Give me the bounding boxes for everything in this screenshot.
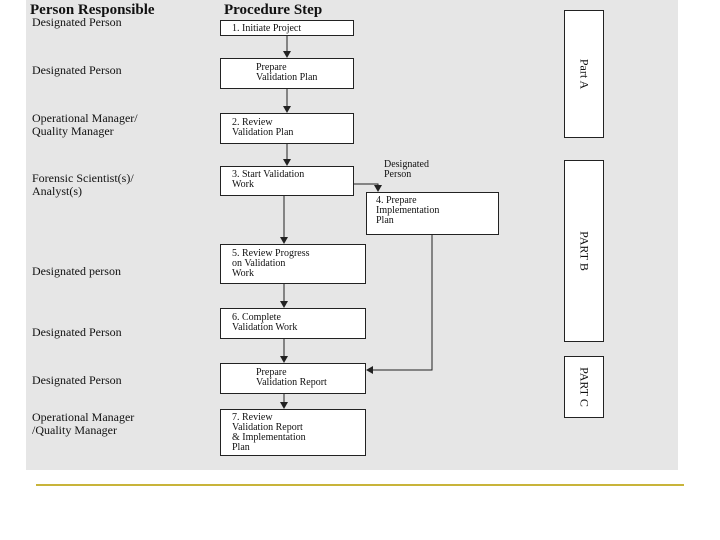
part-c-box: PART C [564, 356, 604, 418]
role-5: Designated person [32, 264, 121, 278]
step-box-complete-validation-work [220, 308, 366, 339]
person-responsible-header: Person Responsible [30, 2, 155, 18]
part-a-box: Part A [564, 10, 604, 138]
role-7: Designated Person [32, 373, 122, 387]
footer-rule [36, 484, 684, 486]
step-label-initiate-project: 1. Initiate Project [232, 23, 302, 34]
step-box-prepare-validation-report [220, 363, 366, 394]
arrow-branch-to-implementation [354, 183, 382, 192]
arrow-implementation-to-report [366, 235, 433, 374]
role-1: Designated Person [32, 15, 122, 29]
step-label-review-validation-report: 7. Review Validation Report & Implementa… [232, 412, 306, 453]
role-8: Operational Manager /Quality Manager [32, 410, 135, 437]
step-label-prepare-validation-plan: Prepare Validation Plan [256, 62, 318, 83]
role-6: Designated Person [32, 325, 122, 339]
step-box-start-validation-work [220, 166, 354, 196]
role-3: Operational Manager/ Quality Manager [32, 111, 138, 138]
role-4: Forensic Scientist(s)/ Analyst(s) [32, 171, 134, 198]
part-b-box: PART B [564, 160, 604, 342]
branch-label-designated-person: Designated Person [384, 159, 429, 180]
step-box-initiate-project [220, 20, 354, 36]
step-label-complete-validation-work: 6. Complete Validation Work [232, 312, 298, 333]
step-box-review-progress [220, 244, 366, 284]
step-label-review-validation-plan: 2. Review Validation Plan [232, 117, 294, 138]
procedure-step-header: Procedure Step [224, 2, 323, 18]
step-label-prepare-implementation-plan: 4. Prepare Implementation Plan [376, 195, 440, 226]
step-box-prepare-validation-plan [220, 58, 354, 89]
step-label-review-progress: 5. Review Progress on Validation Work [232, 248, 310, 279]
step-label-prepare-validation-report: Prepare Validation Report [256, 367, 327, 388]
role-2: Designated Person [32, 63, 122, 77]
step-box-review-validation-plan [220, 113, 354, 144]
step-label-start-validation-work: 3. Start Validation Work [232, 169, 305, 190]
step-box-prepare-implementation-plan [366, 192, 499, 235]
step-box-review-validation-report [220, 409, 366, 456]
